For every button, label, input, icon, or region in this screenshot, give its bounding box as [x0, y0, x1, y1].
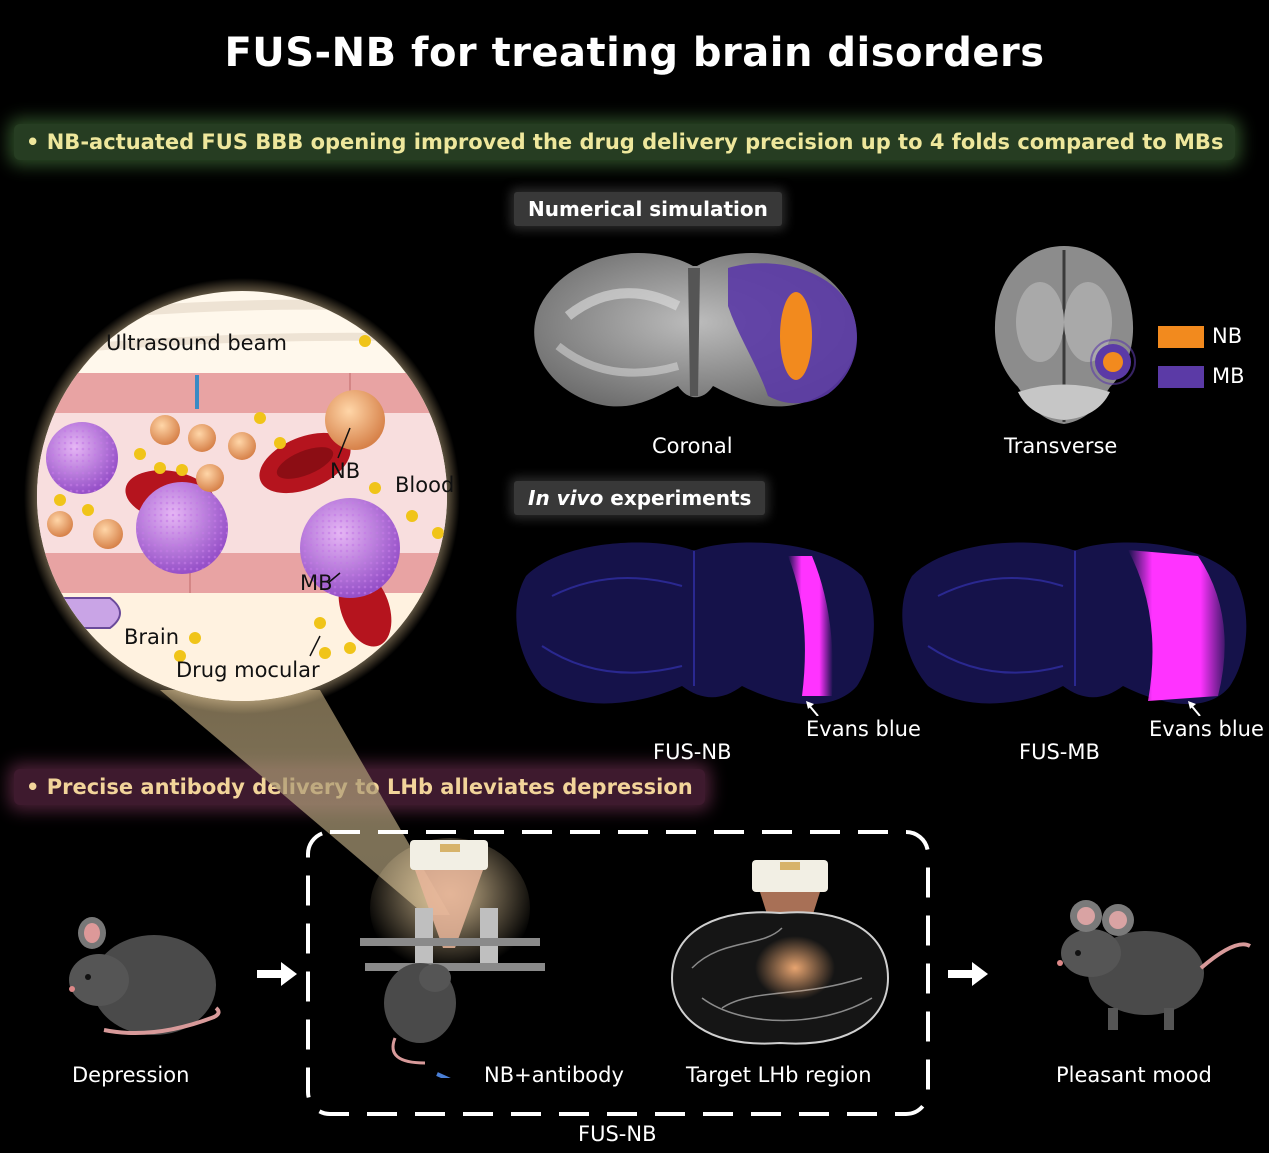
label-evans-blue-mb: Evans blue: [1149, 717, 1264, 741]
coronal-simulation-brain: [534, 253, 858, 407]
arrow-to-procedure: [257, 962, 297, 986]
legend-label-mb: MB: [1212, 364, 1245, 388]
glass-brain-lhb-target: [670, 860, 890, 1045]
legend-swatch-nb: [1158, 326, 1204, 348]
key-finding-precision: • NB-actuated FUS BBB opening improved t…: [14, 124, 1236, 160]
label-coronal: Coronal: [652, 434, 733, 458]
page-title: FUS-NB for treating brain disorders: [224, 30, 1045, 76]
label-mb: MB: [300, 571, 333, 595]
label-drug-molecule: Drug mocular: [176, 658, 320, 682]
arrow-to-outcome: [948, 962, 988, 986]
label-blood: Blood: [395, 473, 455, 497]
label-fus-nb-slice: FUS-NB: [653, 740, 732, 764]
label-nb: NB: [330, 459, 361, 483]
label-transverse: Transverse: [1004, 434, 1118, 458]
in-vivo-italic: In vivo: [528, 486, 604, 510]
section-numerical-simulation: Numerical simulation: [514, 192, 782, 226]
pleasant-mouse: [1057, 900, 1251, 1030]
legend-swatch-mb: [1158, 366, 1204, 388]
stereotaxic-fus-device: [360, 838, 545, 1078]
transverse-simulation-brain: [994, 246, 1136, 424]
label-target-lhb: Target LHb region: [686, 1063, 872, 1087]
label-brain: Brain: [124, 625, 180, 649]
in-vivo-fus-mb-slice: [902, 542, 1247, 716]
in-vivo-fus-nb-slice: [516, 542, 874, 716]
label-evans-blue-nb: Evans blue: [806, 717, 921, 741]
in-vivo-rest: experiments: [603, 486, 752, 510]
simulation-legend: NB MB: [1158, 324, 1258, 396]
legend-label-nb: NB: [1212, 324, 1243, 348]
label-nb-antibody: NB+antibody: [484, 1063, 624, 1087]
vessel-magnified-inset: [24, 278, 460, 714]
label-depression: Depression: [72, 1063, 190, 1087]
label-ultrasound-beam: Ultrasound beam: [106, 331, 287, 355]
depressed-mouse: [69, 917, 221, 1035]
label-fus-nb-box: FUS-NB: [578, 1122, 657, 1146]
section-in-vivo: In vivo experiments: [514, 481, 766, 515]
label-fus-mb-slice: FUS-MB: [1019, 740, 1100, 764]
fus-nb-procedure-box: [306, 830, 930, 1116]
label-pleasant-mood: Pleasant mood: [1056, 1063, 1212, 1087]
